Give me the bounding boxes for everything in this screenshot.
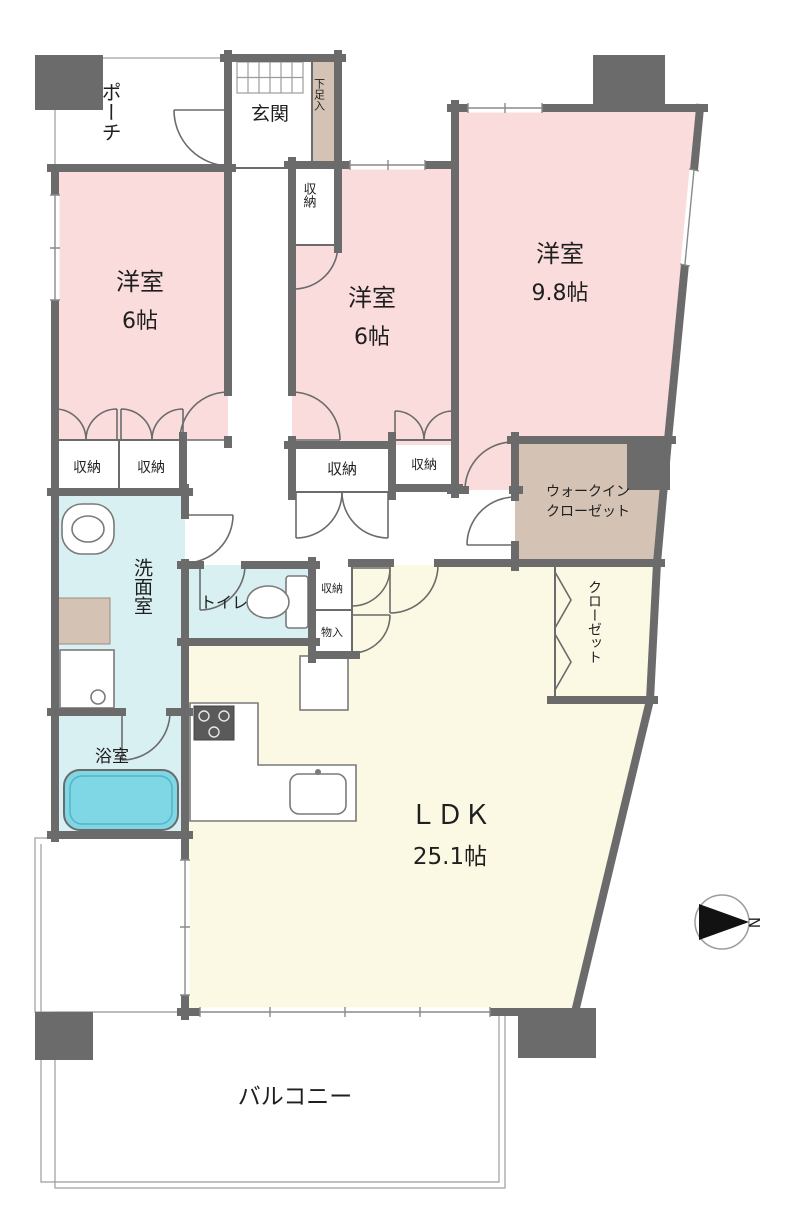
column-bottom-left [35,1012,93,1060]
bedroom-right-door-arc [464,441,514,491]
ldk-name: ＬＤＫ [410,800,491,831]
doors [54,109,516,761]
bedroom-mid-door-arc [291,391,341,441]
washroom-label: 洗面室 [131,558,153,615]
closet-mid-2-label: 収納 [411,458,437,473]
wall-wic [447,432,676,571]
storage-entrance-label: 収納 [301,182,317,209]
bedroom-right-size: 9.8帖 [532,281,589,306]
closet-right-floor [555,565,658,700]
refrigerator [299,655,349,711]
window-bedroom-right-side [679,168,700,267]
hall-storage-label: 収納 [321,582,343,595]
columns [35,55,670,1060]
column-top-right [593,55,665,105]
stove [193,705,235,741]
window-ldk-side [180,859,190,996]
ldk-door-arc [389,564,439,614]
washroom-cabinet [57,597,111,645]
washing-machine-pan [59,649,115,709]
thin-partitions [55,62,556,700]
closet-left-door-arc [120,408,153,441]
bedroom-left-door-arc [179,391,229,441]
shoe-cupboard-label: 下足入 [313,78,326,111]
fixtures [57,503,357,831]
porch-label: ポーチ [98,82,122,142]
closet-left-door-arc [151,408,184,441]
column-right-mid [627,437,670,490]
shoe-cupboard-floor [312,62,338,165]
closet-mid-1-label: 収納 [327,460,357,478]
column-bottom-right [518,1008,596,1058]
bedroom-left-floor [55,168,228,440]
balcony-label: バルコニー [238,1084,353,1110]
compass: N [694,894,763,950]
bedroom-mid-size: 6帖 [354,325,390,350]
entrance-door-arc [173,109,231,167]
walls [47,50,708,1020]
compass-north-arrow [699,904,749,940]
stove-burner [198,710,210,722]
kitchen-faucet [315,769,321,775]
closet-mid1-door-arc [295,491,343,539]
bathroom-label: 浴室 [95,747,129,767]
bedroom-right-floor [455,108,700,490]
window-bedroom-right-top [467,103,543,113]
wic-label-line2: クローゼット [546,504,630,520]
wall-toilet [177,557,360,663]
closet-left-door-arc [54,408,87,441]
kitchen-sink [289,773,347,815]
stove-burner [218,710,230,722]
washing-machine-drain [90,689,106,705]
toilet-label: トイレ [200,593,248,612]
room-fills [55,58,700,1012]
bedroom-left-name: 洋室 [116,268,164,296]
storage-entrance-door-arc [293,244,339,290]
toilet-bowl [246,585,290,619]
washroom-door-arc [184,514,234,564]
hall-cupboard-label: 物入 [321,625,343,639]
window-bedroom-mid-top [349,160,426,170]
bathtub-inner [69,775,173,825]
compass-north-letter: N [745,917,763,928]
storage-entrance-floor [292,165,338,245]
stove-burner [208,726,220,738]
entrance-label: 玄関 [251,103,289,125]
window-bedroom-left-side [50,194,60,301]
column-top-left [35,55,103,110]
bedroom-left-size: 6帖 [122,309,158,334]
wic-label-line1: ウォークイン [546,484,630,500]
window-ldk-balcony [199,1007,491,1017]
balcony-side-area [34,837,186,1013]
hall-cupboard-door-arc [351,614,391,654]
closet-right-folding-doors [554,571,572,691]
ldk-size: 25.1帖 [413,844,487,870]
labels: ポーチ 玄関 下足入 収納 洋室 6帖 洋室 6帖 洋室 9.8帖 収納 収納 … [73,78,630,1110]
bedroom-right-name: 洋室 [536,240,584,268]
washbasin-bowl [71,515,105,543]
bedroom-mid-name: 洋室 [348,284,396,312]
closet-right-label: クローゼット [586,580,602,664]
wic-door-arc [466,496,516,546]
bathroom-door-arc [121,711,171,761]
bathtub [63,769,179,831]
closet-mid2-door-arc [423,410,453,441]
closet-mid1-door-arc [341,491,389,539]
folding-doors [554,571,572,691]
closet-left-door-arc [85,408,118,441]
toilet-door-arc [199,564,246,611]
closet-left-1-label: 収納 [73,460,101,476]
windows [50,103,700,1017]
closet-left-2-label: 収納 [137,460,165,476]
